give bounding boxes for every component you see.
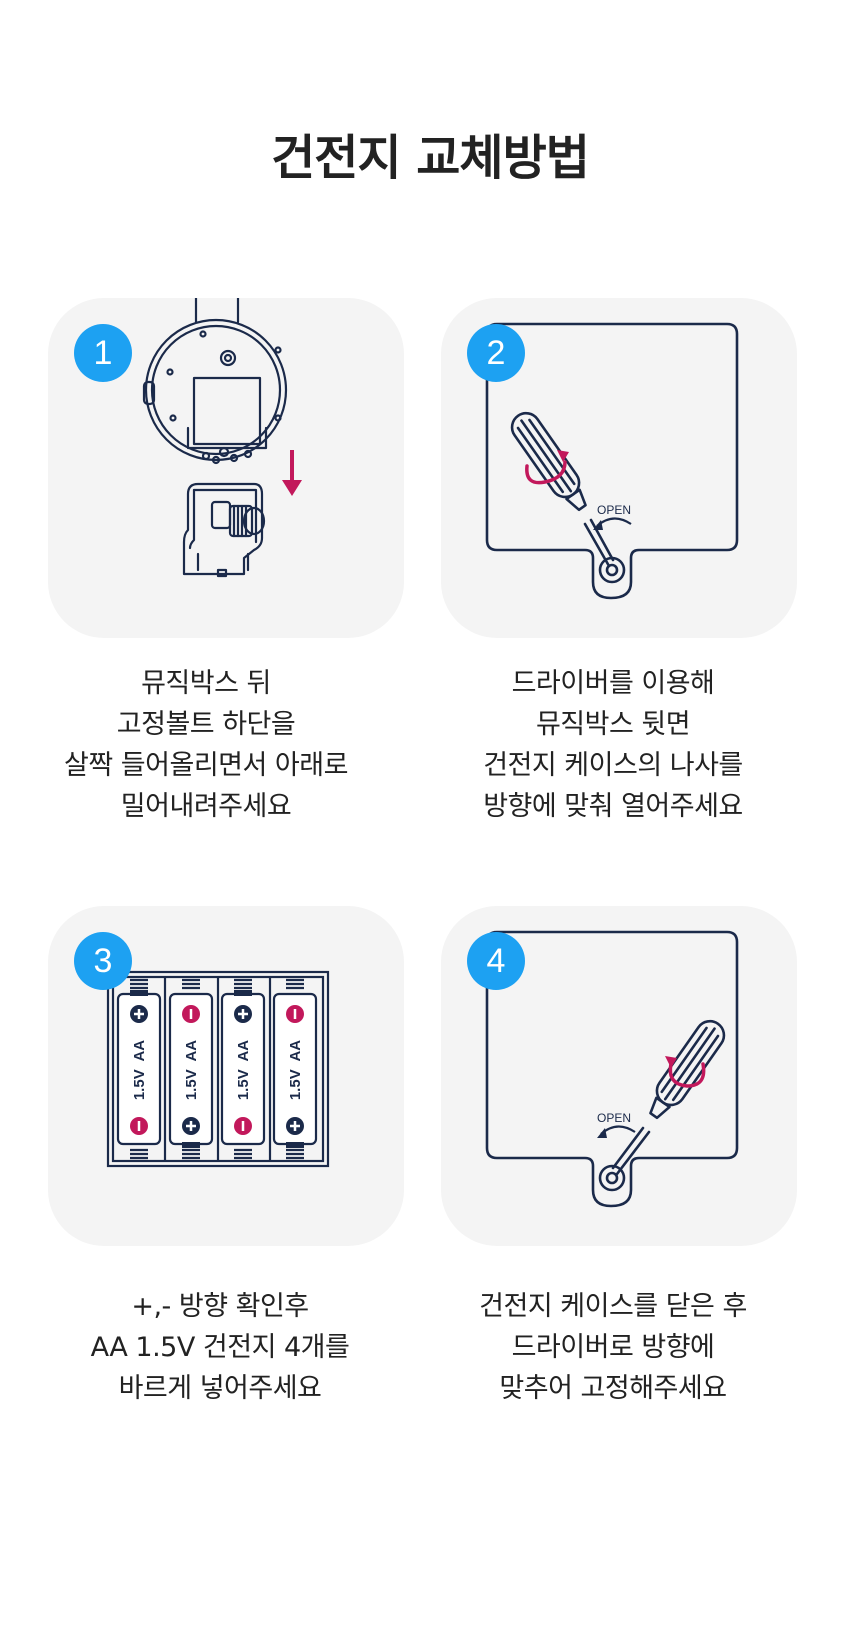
step-4-description: 건전지 케이스를 닫은 후 드라이버로 방향에 맞추어 고정해주세요 (413, 1286, 813, 1409)
step-3-line-3: 바르게 넣어주세요 (118, 1373, 322, 1404)
battery-2-label: 1.5V AA (183, 1040, 200, 1100)
page-title: 건전지 교체방법 (271, 130, 590, 186)
screwdriver-close-illustration: OPEN (485, 930, 739, 1208)
step-2-description: 드라이버를 이용해 뮤직박스 뒷면 건전지 케이스의 나사를 방향에 맞춰 열어… (413, 663, 813, 827)
step-1-card: 1 (48, 298, 404, 638)
step-2-card: 2 OPEN (441, 298, 797, 638)
step-2-line-2: 뮤직박스 뒷면 (535, 709, 691, 740)
step-4-badge: 4 (467, 932, 525, 990)
step-3-description: +,- 방향 확인후 AA 1.5V 건전지 4개를 바르게 넣어주세요 (20, 1286, 420, 1409)
step-3-line-1: +,- 방향 확인후 (131, 1291, 309, 1322)
step-1-line-3: 살짝 들어올리면서 아래로 (64, 750, 348, 781)
step-1-line-1: 뮤직박스 뒤 (141, 668, 271, 699)
step-4-line-3: 맞추어 고정해주세요 (499, 1373, 727, 1404)
step-2-open-label: OPEN (597, 503, 631, 517)
step-1-badge: 1 (74, 324, 132, 382)
step-2-line-3: 건전지 케이스의 나사를 (483, 750, 743, 781)
step-3-badge: 3 (74, 932, 132, 990)
step-2-line-1: 드라이버를 이용해 (511, 668, 715, 699)
step-4-open-label: OPEN (597, 1111, 631, 1125)
step-4-card: 4 OPEN (441, 906, 797, 1246)
step-2-line-4: 방향에 맞춰 열어주세요 (483, 791, 743, 822)
step-1-line-4: 밀어내려주세요 (120, 791, 292, 822)
music-box-bottom-illustration (142, 298, 302, 578)
battery-compartment-illustration: 1.5V AA 1.5V AA 1.5V AA 1.5V AA (106, 970, 330, 1168)
battery-4-label: 1.5V AA (287, 1040, 304, 1100)
step-3-line-2: AA 1.5V 건전지 4개를 (90, 1332, 350, 1363)
screwdriver-open-illustration: OPEN (485, 322, 739, 600)
battery-1-label: 1.5V AA (131, 1040, 148, 1100)
step-1-description: 뮤직박스 뒤 고정볼트 하단을 살짝 들어올리면서 아래로 밀어내려주세요 (6, 663, 406, 827)
step-4-line-1: 건전지 케이스를 닫은 후 (479, 1291, 747, 1322)
step-2-badge: 2 (467, 324, 525, 382)
step-1-line-2: 고정볼트 하단을 (116, 709, 296, 740)
step-4-line-2: 드라이버로 방향에 (511, 1332, 715, 1363)
step-3-card: 3 (48, 906, 404, 1246)
battery-3-label: 1.5V AA (235, 1040, 252, 1100)
